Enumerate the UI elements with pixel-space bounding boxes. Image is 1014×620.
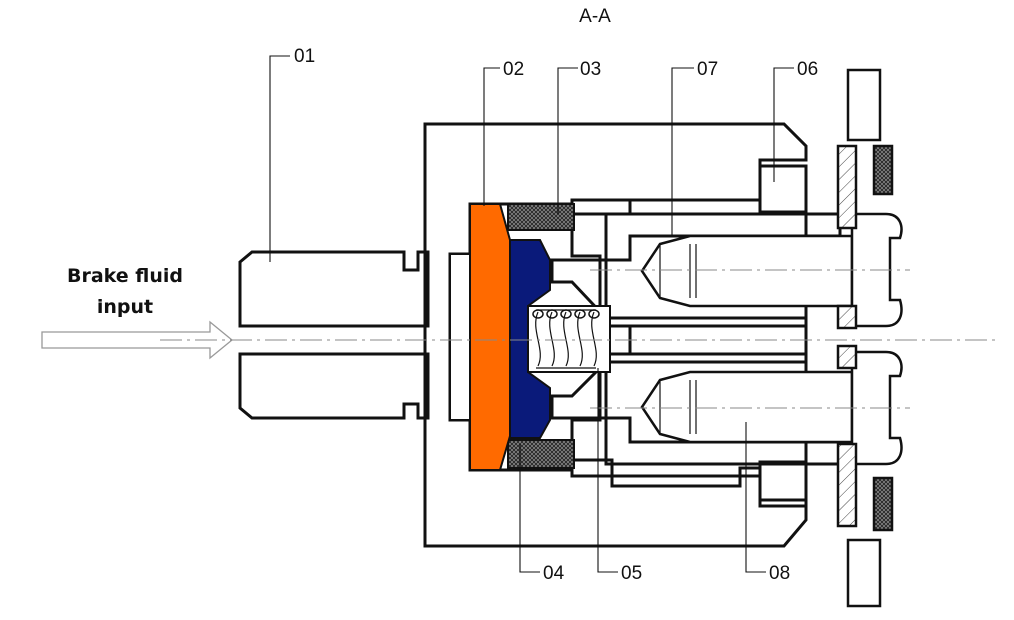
mounting-rails [836, 68, 894, 608]
inlet-chamber [449, 253, 471, 421]
part-01-fitting-lower [238, 352, 430, 420]
input-label-line2: input [97, 296, 153, 318]
part-05-spring [527, 305, 611, 373]
input-label-line1: Brake fluid [67, 265, 183, 287]
label-05: 05 [621, 563, 642, 584]
part-06-ring-lower [758, 460, 808, 508]
part-01-fitting-upper [238, 250, 430, 328]
label-01: 01 [294, 46, 315, 67]
part-07-insert [570, 198, 808, 478]
part-08-bolt-upper [640, 212, 903, 328]
leader-lines [269, 55, 794, 573]
part-06-ring-upper [758, 164, 808, 214]
label-03: 03 [580, 59, 601, 80]
part-03-seal-upper [507, 203, 575, 231]
view-title: A-A [579, 6, 611, 27]
part-04-seal-lower [507, 439, 575, 469]
label-06: 06 [797, 59, 818, 80]
label-07: 07 [697, 59, 718, 80]
part-02-diaphragm [469, 203, 511, 471]
input-arrow [41, 320, 234, 360]
label-04: 04 [543, 563, 565, 584]
label-02: 02 [503, 59, 524, 80]
label-08: 08 [769, 563, 790, 584]
